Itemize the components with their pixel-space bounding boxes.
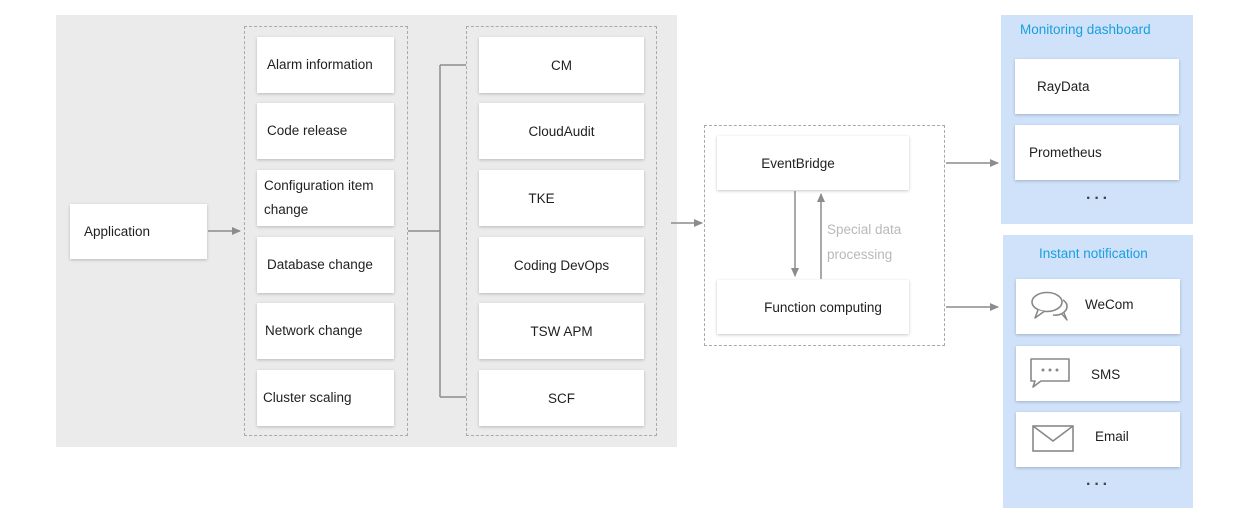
event-type-label: Code release xyxy=(267,123,348,138)
more-monitoring-ellipsis: ··· xyxy=(1086,190,1111,207)
source-label: TKE xyxy=(528,190,555,206)
notify-label: SMS xyxy=(1091,367,1121,382)
event-type-label: Cluster scaling xyxy=(263,390,352,405)
notify-email[interactable]: Email xyxy=(1016,412,1180,467)
event-types-group xyxy=(244,26,408,436)
event-type-code-release[interactable]: Code release xyxy=(257,103,394,159)
notify-label: WeCom xyxy=(1085,297,1134,312)
source-label: Coding DevOps xyxy=(513,257,610,273)
source-label: CM xyxy=(551,57,572,73)
source-label: SCF xyxy=(548,390,575,406)
source-label: TSW APM xyxy=(530,323,593,339)
function-computing-label: Function computing xyxy=(764,299,882,315)
source-scf[interactable]: SCF xyxy=(479,370,644,426)
source-label: CloudAudit xyxy=(528,123,595,139)
event-type-label: Configuration item change xyxy=(264,178,374,217)
monitoring-dashboard-panel xyxy=(1001,15,1193,224)
processing-group xyxy=(704,125,945,346)
monitor-label: Prometheus xyxy=(1029,144,1102,160)
event-type-database-change[interactable]: Database change xyxy=(257,237,394,293)
monitor-label: RayData xyxy=(1037,78,1090,94)
monitor-raydata[interactable]: RayData xyxy=(1015,59,1179,114)
source-tsw-apm[interactable]: TSW APM xyxy=(479,303,644,359)
eventbridge-label: EventBridge xyxy=(761,155,835,171)
event-type-cluster-scaling[interactable]: Cluster scaling xyxy=(257,370,394,426)
event-type-network-change[interactable]: Network change xyxy=(257,303,394,359)
source-cm[interactable]: CM xyxy=(479,37,644,93)
notify-wecom[interactable]: WeCom xyxy=(1016,279,1180,334)
monitoring-dashboard-title: Monitoring dashboard xyxy=(1020,22,1151,37)
event-sources-group xyxy=(466,26,657,436)
special-processing-note: Special data processing xyxy=(827,222,902,262)
more-notification-ellipsis: ··· xyxy=(1086,476,1111,493)
notify-label: Email xyxy=(1095,429,1129,444)
function-computing-box[interactable]: Function computing xyxy=(717,280,909,334)
monitor-prometheus[interactable]: Prometheus xyxy=(1015,125,1179,180)
event-type-label: Network change xyxy=(265,323,363,338)
event-type-config-change[interactable]: Configuration item change xyxy=(257,170,394,226)
event-type-label: Database change xyxy=(267,257,373,272)
application-box[interactable]: Application xyxy=(70,204,207,259)
notify-sms[interactable]: SMS xyxy=(1016,346,1180,401)
instant-notification-title: Instant notification xyxy=(1039,246,1148,261)
source-cloudaudit[interactable]: CloudAudit xyxy=(479,103,644,159)
event-type-alarm[interactable]: Alarm information xyxy=(257,37,394,93)
eventbridge-box[interactable]: EventBridge xyxy=(717,136,909,190)
message-icon xyxy=(1030,358,1070,388)
envelope-icon xyxy=(1032,425,1074,452)
application-label: Application xyxy=(84,223,151,239)
source-coding-devops[interactable]: Coding DevOps xyxy=(479,237,644,293)
event-type-label: Alarm information xyxy=(267,57,373,72)
chat-bubbles-icon xyxy=(1031,291,1068,321)
source-tke[interactable]: TKE xyxy=(479,170,644,226)
